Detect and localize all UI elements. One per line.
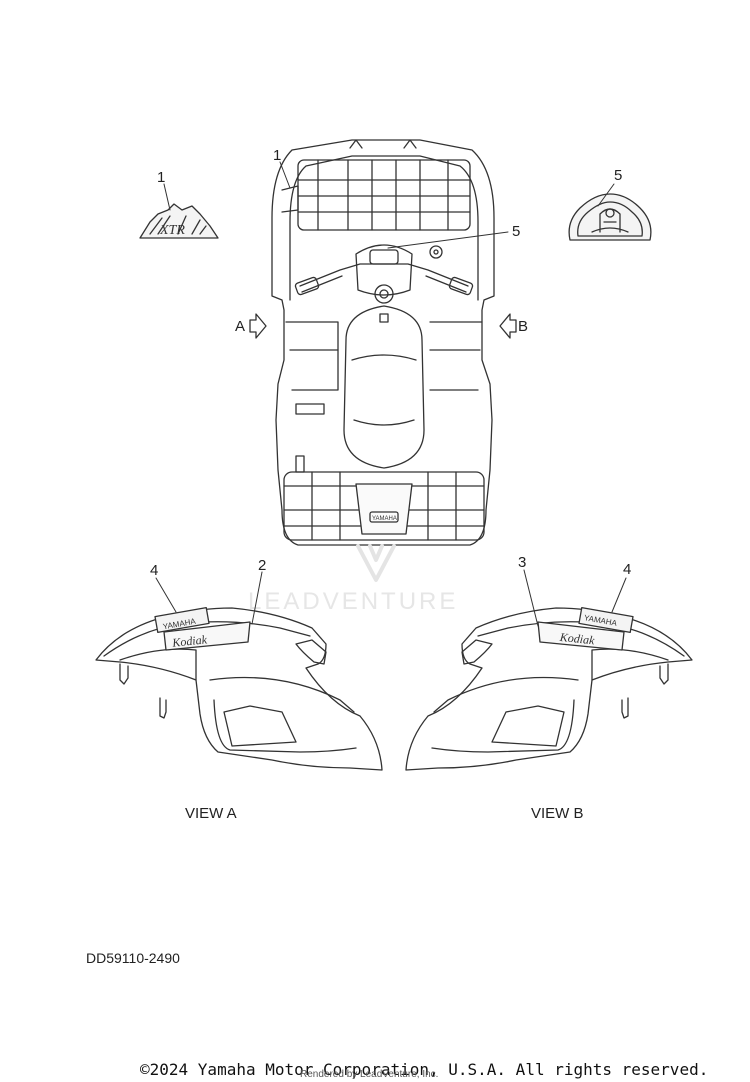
view-a-arrow-label: A bbox=[235, 318, 246, 335]
watermark: LEADVENTURE bbox=[248, 588, 459, 615]
rear-yamaha-badge: YAMAHA bbox=[372, 516, 397, 522]
view-b-arrow bbox=[499, 313, 517, 339]
view-b-caption: VIEW B bbox=[531, 805, 584, 822]
view-a-caption: VIEW A bbox=[185, 805, 237, 822]
callout-5-center: 5 bbox=[512, 223, 521, 240]
callout-4-right: 4 bbox=[623, 561, 632, 578]
leader-lines bbox=[155, 161, 627, 627]
callout-4-left: 4 bbox=[150, 562, 159, 579]
copyright-notice: ©2024 Yamaha Motor Corporation, U.S.A. A… bbox=[140, 1060, 709, 1079]
atv-top-view: YAMAHA bbox=[271, 139, 495, 582]
left-kodiak-decal: Kodiak bbox=[171, 632, 209, 650]
view-a-arrow bbox=[249, 313, 267, 339]
view-b-arrow-label: B bbox=[518, 318, 529, 335]
emblem-decal bbox=[568, 193, 652, 241]
callout-1-rack: 1 bbox=[273, 147, 282, 164]
right-kodiak-decal: Kodiak bbox=[558, 630, 596, 648]
rendered-by-notice: Rendered by LeadVenture, Inc. bbox=[300, 1069, 439, 1080]
left-fender-view-a: YAMAHA Kodiak bbox=[95, 606, 383, 771]
xtr-decal: XTR bbox=[139, 203, 219, 239]
callout-2: 2 bbox=[258, 557, 267, 574]
diagram-code: DD59110-2490 bbox=[86, 950, 180, 966]
callout-5-emblem: 5 bbox=[614, 167, 623, 184]
right-fender-view-b: YAMAHA Kodiak bbox=[405, 606, 693, 771]
callout-1-decal: 1 bbox=[157, 169, 166, 186]
callout-3: 3 bbox=[518, 554, 527, 571]
xtr-text: XTR bbox=[159, 223, 185, 238]
